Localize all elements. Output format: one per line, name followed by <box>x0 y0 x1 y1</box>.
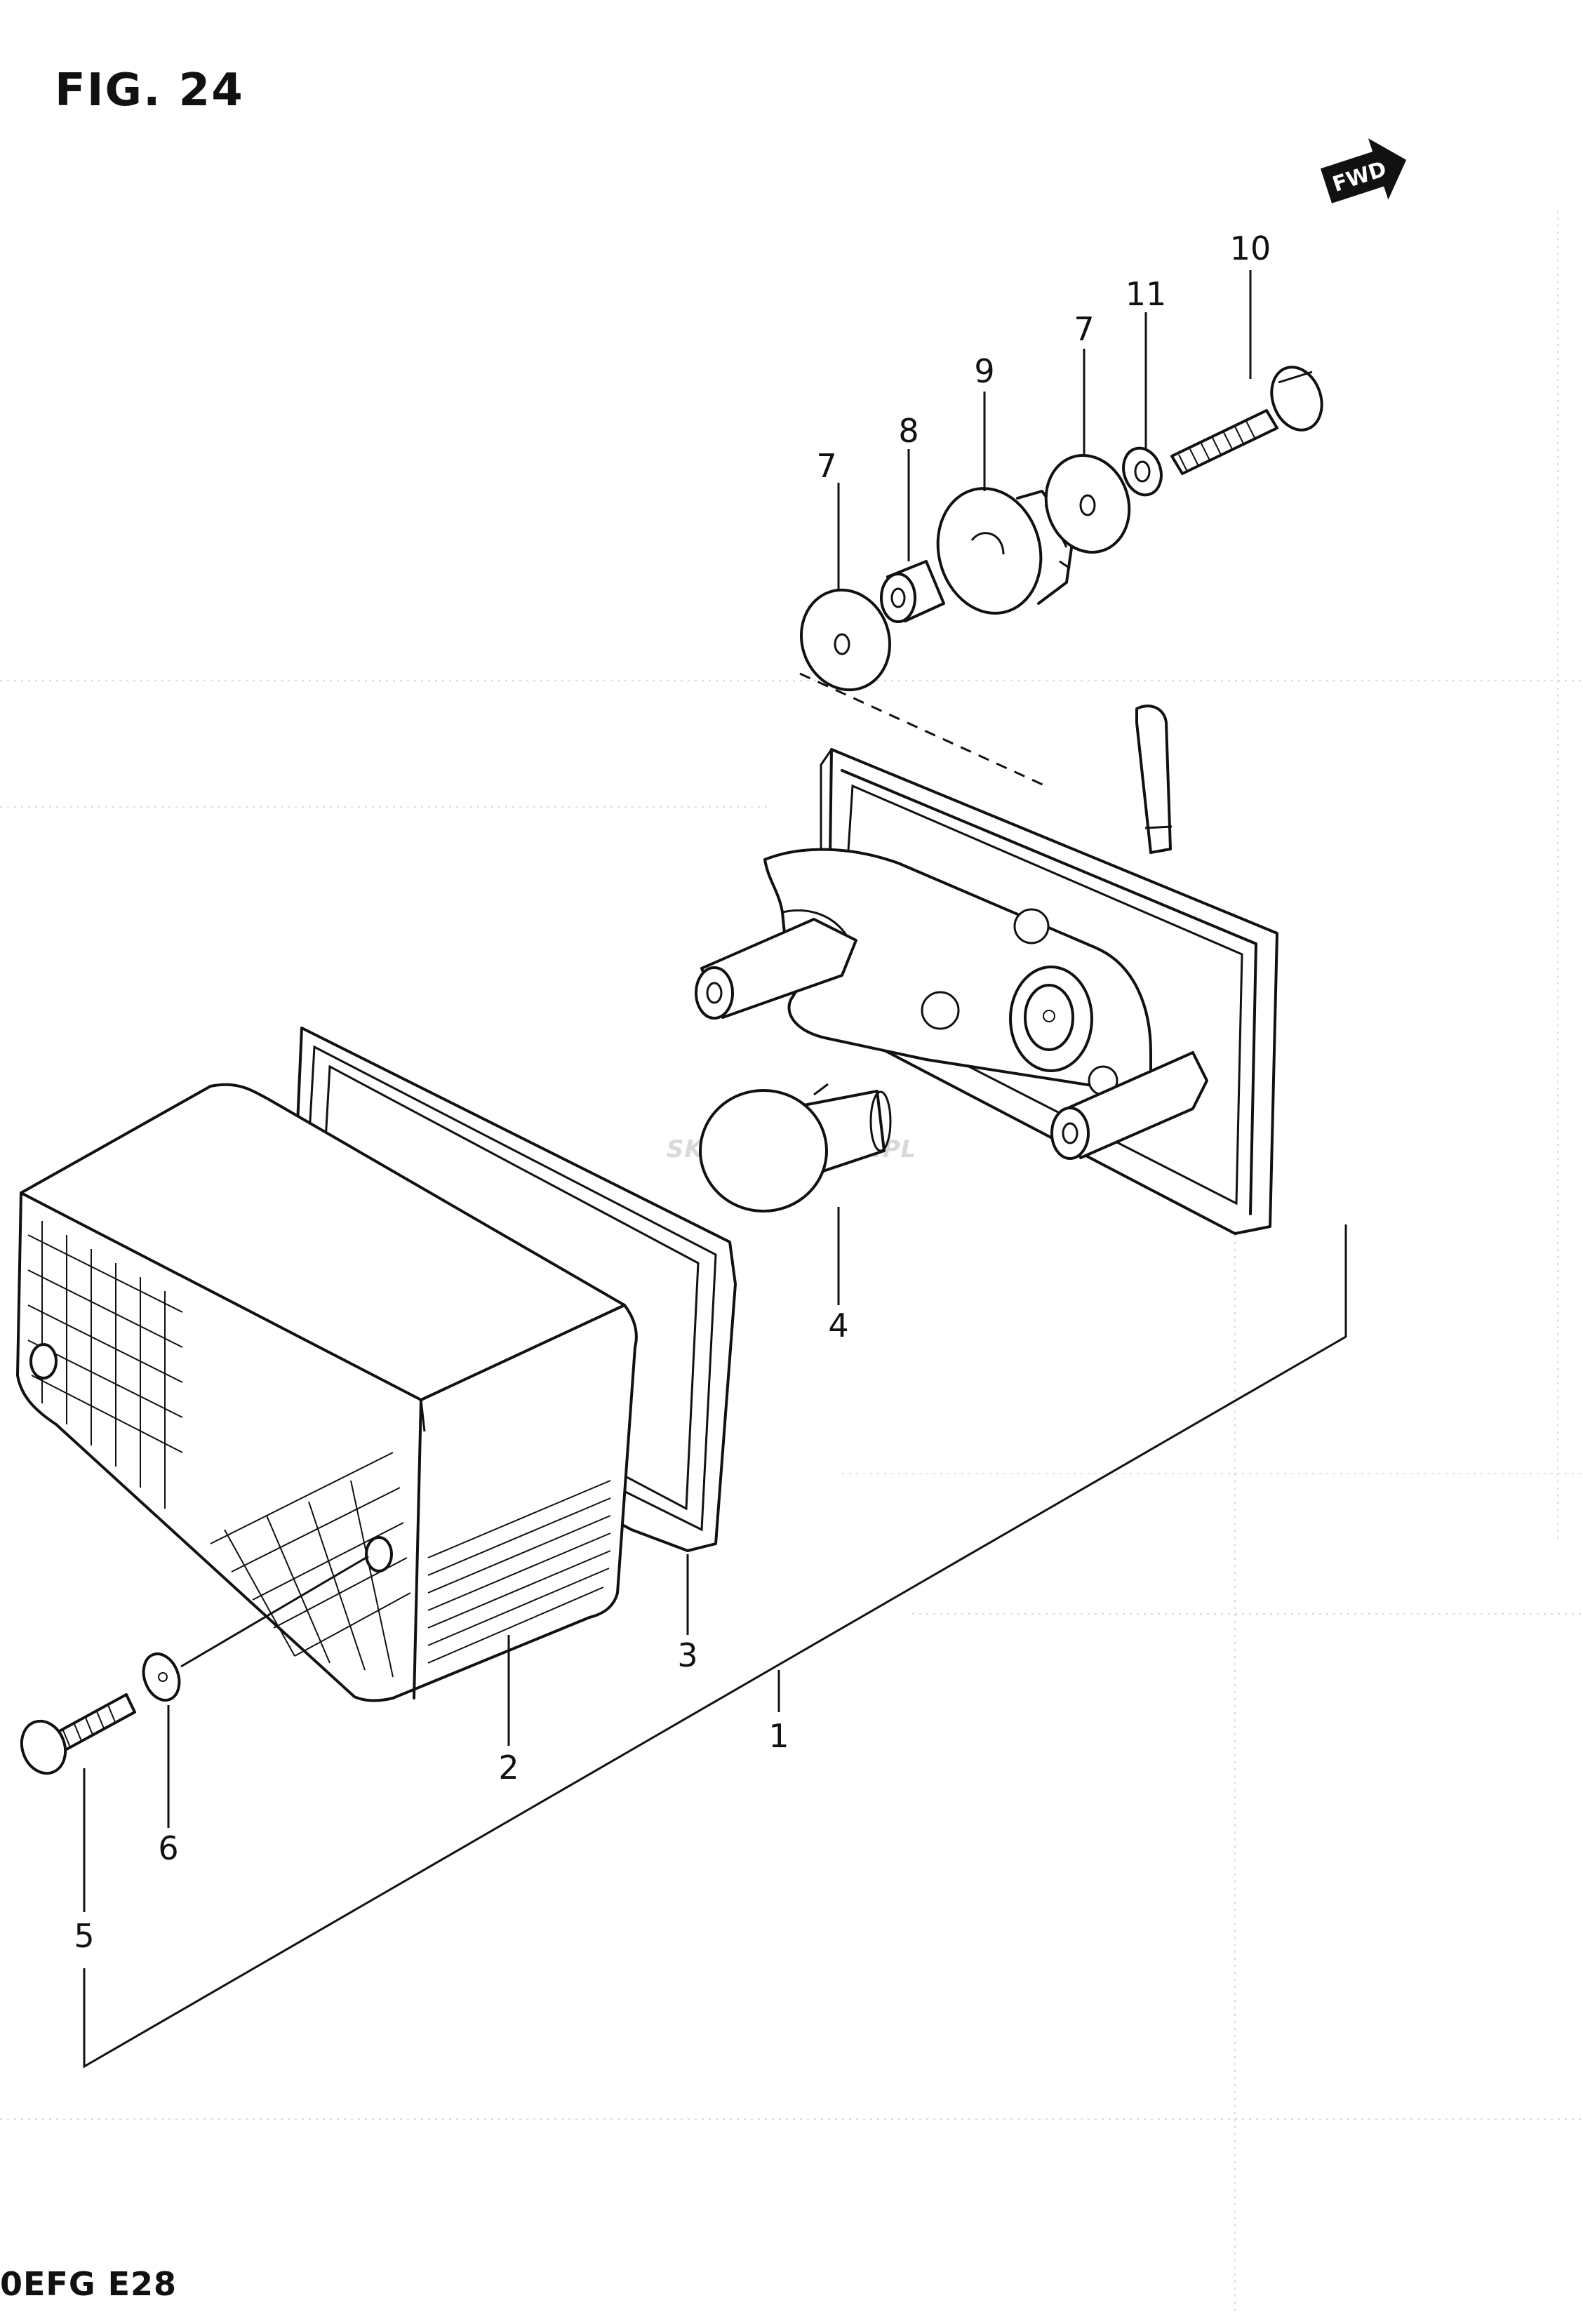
callout-10: 10 <box>1230 229 1271 267</box>
lens-washer <box>142 1555 369 1702</box>
lens <box>16 1083 638 1702</box>
callout-9: 9 <box>974 352 994 390</box>
bulb <box>699 1083 892 1213</box>
callouts: 1 2 3 4 5 6 7 8 9 7 11 10 <box>74 229 1271 1955</box>
figure-title: FIG. 24 <box>55 65 244 116</box>
callout-6: 6 <box>158 1829 178 1867</box>
callout-5: 5 <box>74 1917 94 1955</box>
model-code: 0EFG E28 <box>0 2265 178 2303</box>
leader-lines <box>83 270 1347 2069</box>
callout-2: 2 <box>498 1749 519 1787</box>
scan-noise <box>0 211 1583 2316</box>
lens-grid-bottom <box>210 1452 411 1678</box>
lens-screw <box>20 1693 136 1775</box>
callout-7-right: 7 <box>1074 310 1094 348</box>
callout-4: 4 <box>828 1307 848 1344</box>
callout-8: 8 <box>898 412 919 450</box>
housing <box>695 672 1278 1235</box>
bolt-thread <box>1178 420 1255 472</box>
callout-7-left: 7 <box>816 447 836 485</box>
fwd-arrow-icon: FWD <box>1320 138 1407 203</box>
callout-11: 11 <box>1126 275 1167 313</box>
mounting-hardware <box>799 366 1323 692</box>
callout-3: 3 <box>677 1636 697 1674</box>
callout-1: 1 <box>768 1717 789 1755</box>
lens-hatch-right <box>427 1480 611 1664</box>
